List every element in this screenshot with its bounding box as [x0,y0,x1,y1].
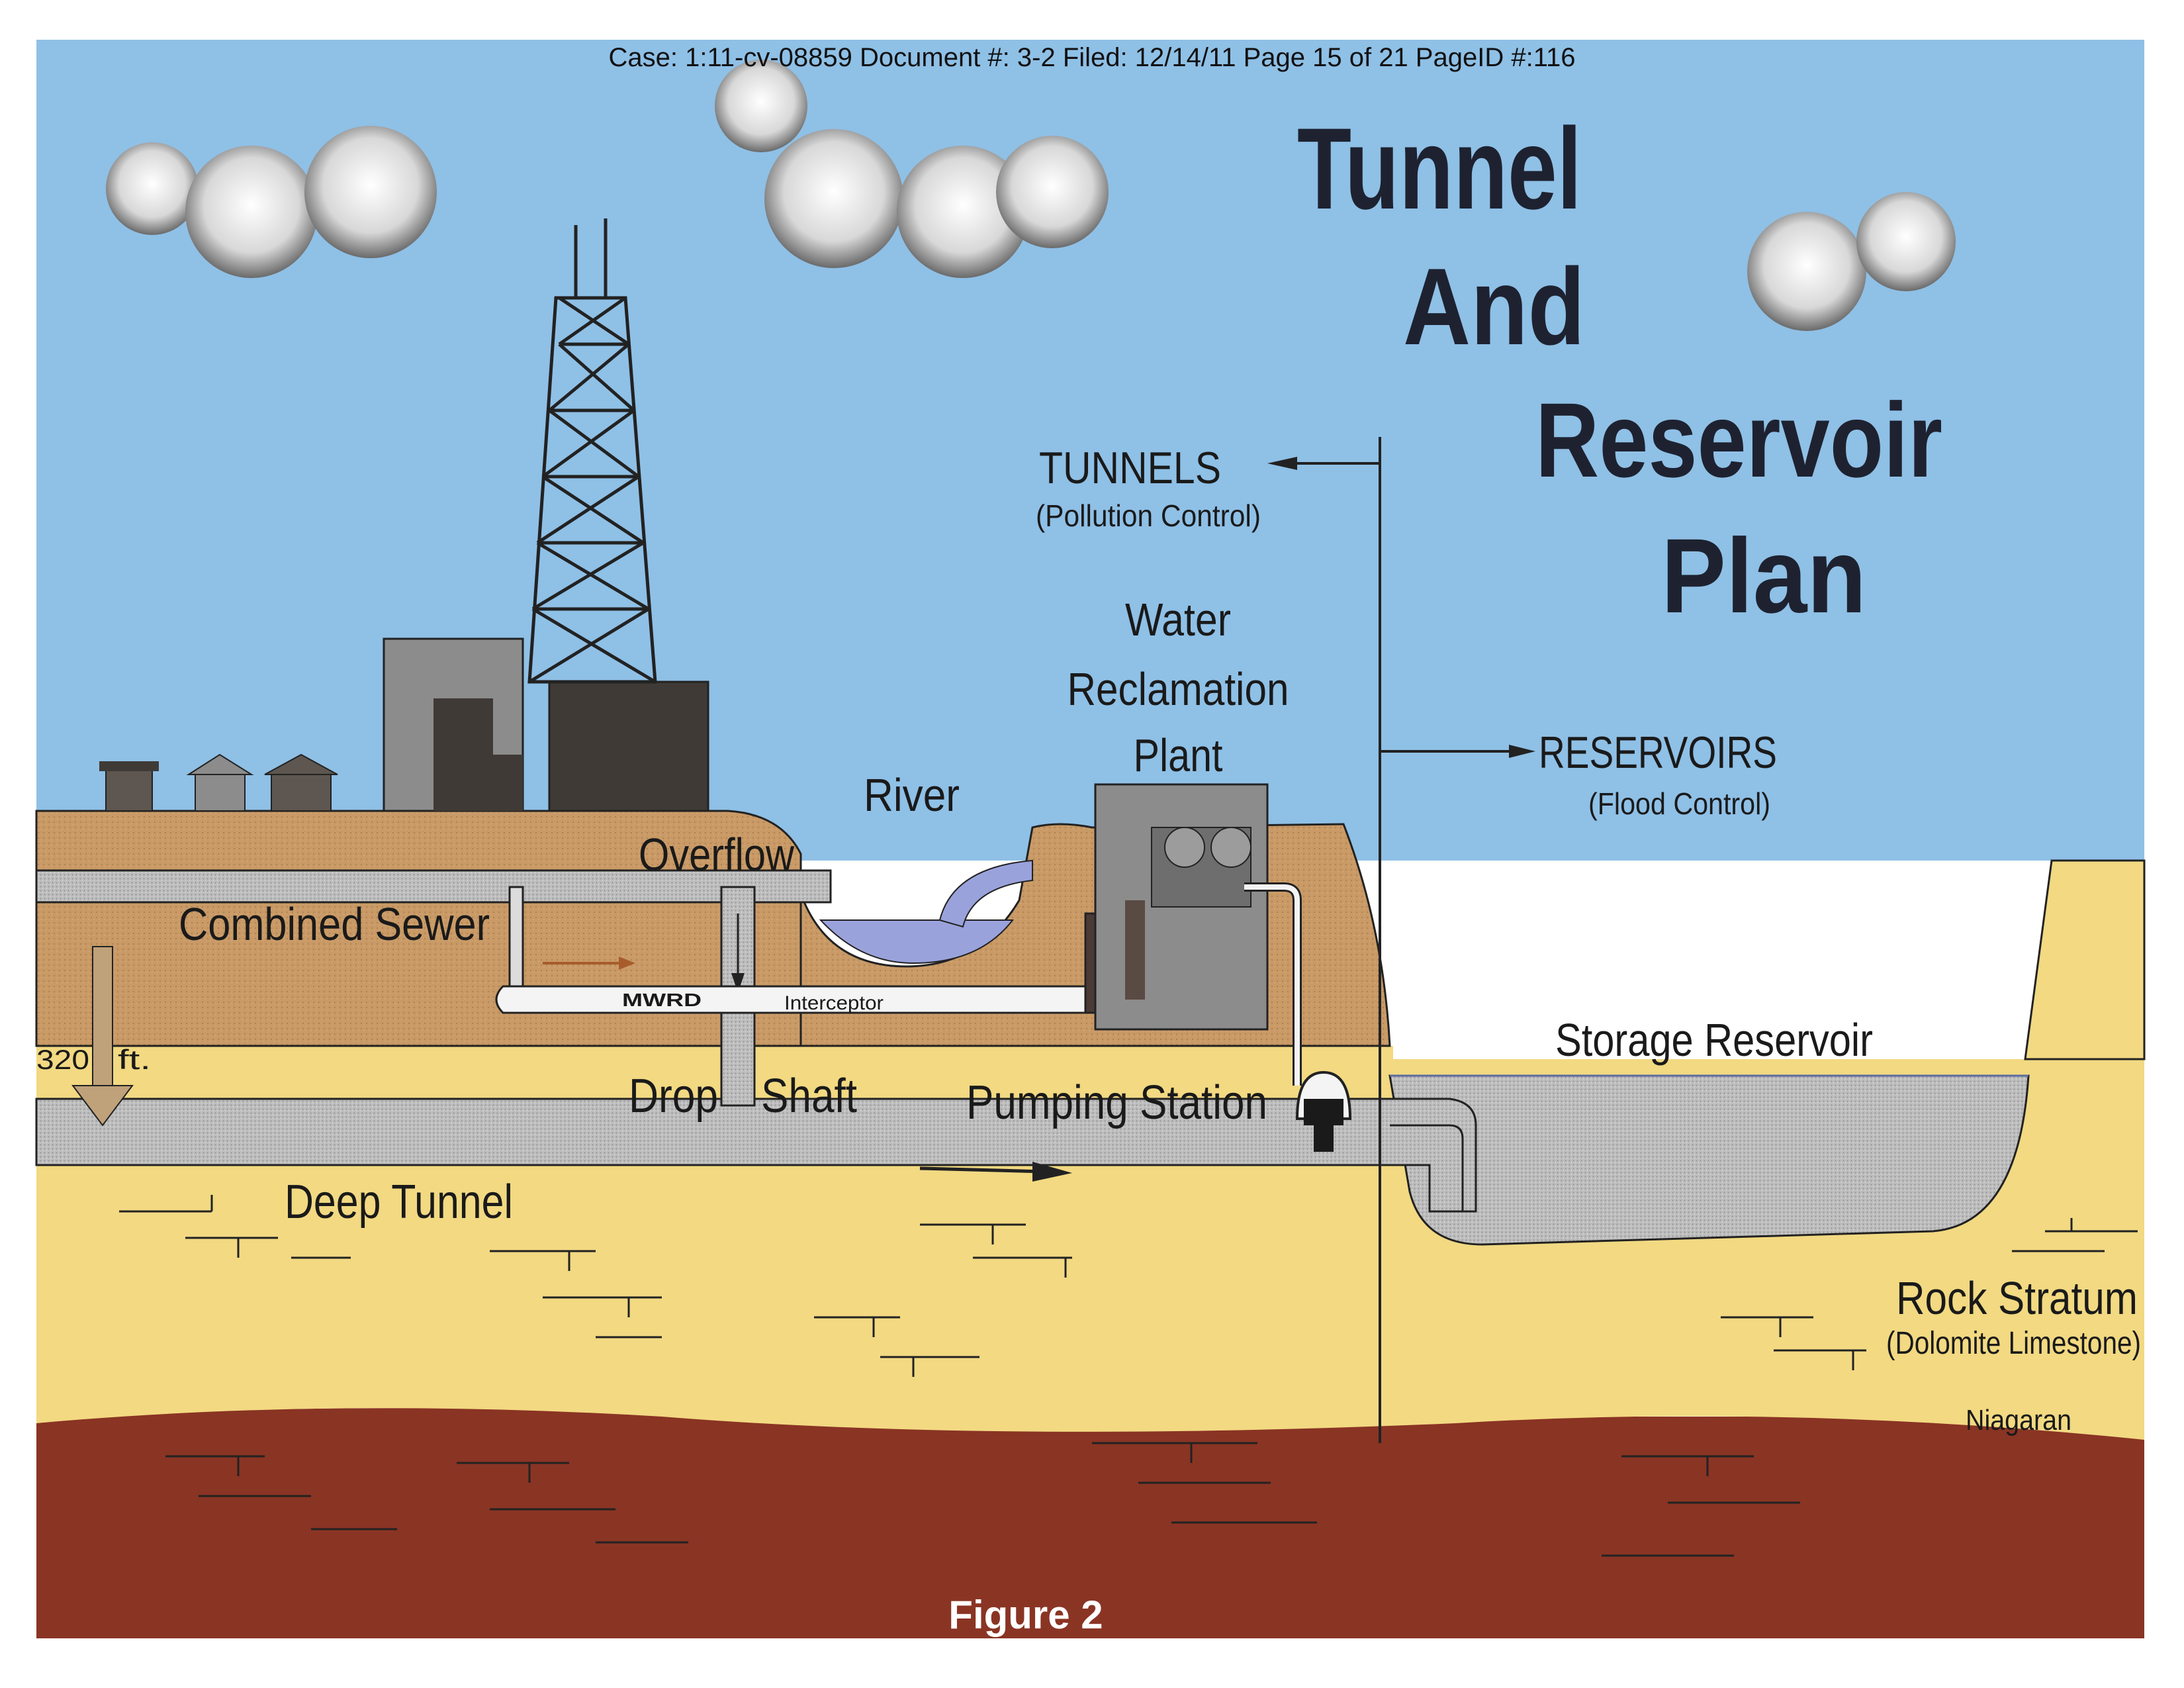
title-line-3: Reservoir [1535,381,1942,499]
label-rock-stratum: Rock Stratum [1896,1272,2138,1324]
tunnel-flow-arrow [919,1166,1046,1174]
clouds [106,60,1956,331]
label-depth: 320 [36,1044,89,1075]
title-line-1: Tunnel [1297,105,1582,234]
pumping-station [1295,1070,1352,1152]
case-header: Case: 1:11-cv-08859 Document #: 3-2 File… [609,43,1576,72]
label-drop: Drop [629,1070,718,1123]
label-reclamation: Reclamation [1068,663,1289,715]
figure-caption: Figure 2 [948,1593,1103,1637]
river-water [819,919,1015,964]
label-combined-sewer: Combined Sewer [179,898,490,950]
label-interceptor: Interceptor [784,992,884,1014]
label-river: River [864,769,960,821]
title-line-4: Plan [1661,516,1866,635]
label-shaft: Shaft [761,1070,857,1123]
skyline [99,637,709,812]
title-line-2: And [1403,246,1585,367]
page-title: Tunnel And Reservoir Plan [1297,105,1942,635]
storage-reservoir-basin [1388,1074,2030,1246]
label-reservoirs-sub: (Flood Control) [1588,786,1770,821]
label-storage-reservoir: Storage Reservoir [1555,1014,1873,1066]
label-overflow: Overflow [639,829,794,880]
water-reclamation-plant [1094,783,1302,1086]
combined-sewer-pipe [35,869,832,904]
label-tunnels-sub: (Pollution Control) [1036,498,1261,533]
label-reservoirs: RESERVOIRS [1539,727,1777,778]
reservoir-bank [2024,859,2146,1060]
label-niagaran: Niagaran [1966,1404,2071,1436]
deep-tunnel [35,1098,1477,1213]
cloud [106,126,437,278]
lattice-tower [527,218,657,684]
mwrd-interceptor [495,985,1120,1014]
depth-arrow [71,946,134,1127]
bedrock-layer [36,1417,2144,1638]
cloud [1747,192,1956,331]
label-tunnels: TUNNELS [1039,443,1221,493]
cloud [715,60,1109,278]
label-plant: Plant [1134,729,1223,781]
label-depth-unit: ft. [118,1044,151,1075]
rock-hatching [119,1195,2138,1557]
label-deep-tunnel: Deep Tunnel [285,1176,513,1229]
label-pumping-station: Pumping Station [966,1076,1267,1129]
label-mwrd: MWRD [622,990,702,1010]
label-rock-sub: (Dolomite Limestone) [1886,1326,2141,1361]
label-water: Water [1125,594,1231,645]
